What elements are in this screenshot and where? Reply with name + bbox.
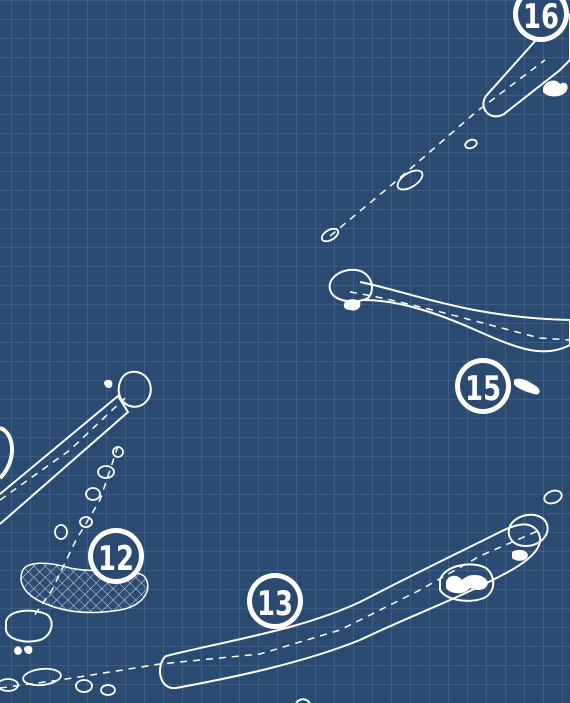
hole-12-tee-box (79, 516, 93, 528)
hole-13-marker: 13 (247, 573, 303, 629)
hole-13-fairway (159, 523, 541, 690)
hole-12-green (117, 370, 152, 408)
hole-16-tee-box (396, 169, 424, 191)
hole-13-tee-box (75, 679, 93, 693)
hole-12-marker: 12 (88, 528, 144, 584)
hole-16: 16 (320, 0, 570, 243)
hole-15-bunker (514, 378, 540, 395)
hole-16-fairway (482, 12, 570, 118)
hole-13-tee-box (22, 667, 62, 687)
hole-15-centerline (349, 291, 570, 341)
hole-13-centerline (0, 529, 541, 689)
hole-16-tee-box (320, 227, 340, 243)
hole-12-fairway (0, 394, 130, 525)
hole-13-tee-box (0, 678, 19, 692)
hole-15-number: 15 (465, 369, 501, 409)
hole-16-marker: 16 (513, 0, 569, 42)
hole-12-number: 12 (98, 539, 134, 579)
hole-15-bunker (343, 299, 361, 311)
hole-12-tee-box (85, 487, 101, 501)
hole-12-tee-box (54, 524, 68, 540)
hole-12: 12 (0, 370, 152, 655)
hole-13: 13 (0, 489, 563, 703)
hole-12-tee-box (112, 446, 124, 458)
hole-12-tee (5, 609, 53, 643)
hole-12-bunker (24, 645, 33, 655)
hole-16-bunker (543, 80, 568, 97)
hole-12-bunker (14, 646, 22, 655)
hole-12-tee-box (97, 465, 115, 479)
hole-12-centerline (0, 397, 126, 501)
hole-13-tee-box (543, 489, 563, 505)
hole-15-marker: 15 (455, 358, 511, 414)
hole-16-number: 16 (523, 0, 559, 37)
hole-14-edge (295, 698, 311, 703)
hole-13-tee-box (100, 684, 116, 696)
hole-13-bunker (446, 574, 488, 594)
hole-12-bunker (104, 379, 113, 389)
hole-13-number: 13 (257, 584, 293, 624)
hole-15-fairway (359, 281, 570, 353)
hole-15: 15 (328, 268, 570, 414)
hole-11-green-edge (0, 426, 15, 480)
hole-13-green-complex (439, 563, 495, 602)
hole-16-tee-box (464, 138, 478, 150)
hole-13-bunker (512, 549, 528, 561)
hole-16-centerline (329, 59, 546, 237)
hole-13-green (507, 513, 549, 548)
